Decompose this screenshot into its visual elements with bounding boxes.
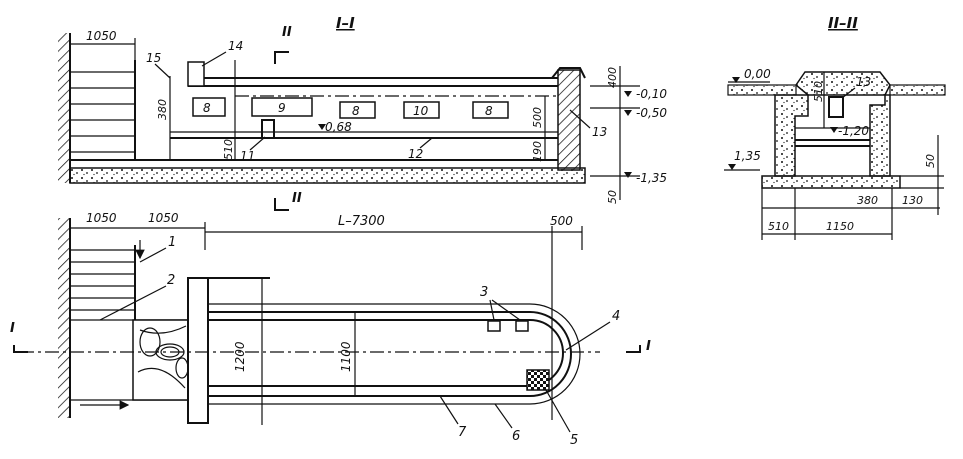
dim-1150: 1150: [826, 220, 854, 233]
callout-3: 3: [480, 285, 488, 300]
callout-8b: 8: [352, 104, 360, 118]
marker-II-bottom: II: [292, 191, 302, 206]
fitting-3b: [515, 320, 529, 332]
callout-8c: 8: [485, 104, 493, 118]
plan-stair: [70, 245, 136, 320]
ground-left: [727, 84, 797, 96]
dim-130-cross: 130: [902, 194, 923, 207]
title-I-I: I–I: [336, 14, 355, 32]
end-wall-hatch: [557, 69, 581, 171]
level-135: -1,35: [636, 171, 667, 185]
plan-wall-hatch: [58, 218, 70, 418]
callout-15: 15: [146, 51, 161, 65]
marker-I-right: I: [646, 339, 651, 354]
pit-base: [761, 175, 901, 189]
wood-block: [132, 319, 189, 401]
dim-510-vertical: 510: [812, 81, 825, 102]
opening-9: [251, 97, 313, 117]
dim-1050-plan-b: 1050: [148, 211, 179, 225]
marker-II-top: II: [282, 25, 292, 40]
dim-1050-plan-a: 1050: [86, 211, 117, 225]
callout-8a: 8: [203, 101, 211, 115]
opening-8b: [339, 101, 376, 119]
opening-10: [403, 101, 440, 119]
callout-9: 9: [278, 101, 286, 115]
dim-1200: 1200: [233, 341, 247, 372]
callout-6: 6: [512, 429, 520, 444]
dim-1100: 1100: [339, 341, 353, 372]
dim-510-section: 510: [222, 139, 235, 160]
callout-13-cross: 13: [856, 75, 871, 89]
dim-380-section: 380: [156, 99, 169, 120]
callout-1: 1: [168, 235, 176, 250]
callout-7: 7: [458, 425, 467, 440]
dim-500-section: 500: [531, 107, 544, 128]
callout-13: 13: [592, 125, 607, 139]
pit-cap: [794, 71, 891, 96]
opening-8a: [192, 97, 226, 117]
dim-50-cross: 50: [924, 154, 937, 168]
callout-5: 5: [570, 433, 578, 448]
wall-hatch: [58, 33, 70, 183]
callout-12: 12: [408, 147, 423, 161]
pit-left-wall: [774, 94, 809, 177]
pit-right-wall: [869, 94, 891, 177]
dim-500-plan: 500: [550, 214, 573, 228]
dim-400-section: 400: [606, 67, 619, 88]
level-000: 0,00: [744, 67, 771, 81]
window-13: [828, 96, 844, 118]
plan-view: 1200 1100 1050 1050 L–7300 500 1 2 3 4 5…: [10, 211, 651, 448]
dim-510-horizontal: 510: [768, 220, 789, 233]
fitting-3a: [487, 320, 501, 332]
opening-8c: [472, 101, 509, 119]
floor-slab: [69, 167, 586, 184]
title-II-II: II–II: [828, 14, 858, 32]
dim-50-section: 50: [606, 190, 619, 204]
post: [187, 61, 205, 87]
marker-I-left: I: [10, 321, 15, 336]
grate-block: [526, 369, 550, 391]
callout-11: 11: [240, 149, 255, 163]
dim-1050-section: 1050: [86, 29, 117, 43]
callout-4: 4: [612, 309, 620, 324]
callout-2: 2: [167, 273, 175, 288]
level-050: -0,50: [636, 106, 667, 120]
callout-10: 10: [413, 104, 429, 118]
level-120: -1,20: [838, 124, 869, 138]
ground-right: [889, 84, 946, 96]
stair-steps: [70, 60, 136, 160]
dim-190-section: 190: [531, 141, 544, 162]
level-010: -0,10: [636, 87, 667, 101]
section-view: 8 9 8 10 8 1050 380 510 15 14 0,68 11 12…: [58, 14, 667, 211]
cross-section-view: II–II 0,00 510 13 -1,20 1,35 50 380 130: [724, 14, 946, 240]
level-135-cross: 1,35: [734, 149, 761, 163]
callout-14: 14: [228, 39, 243, 53]
dim-L-7300: L–7300: [338, 214, 385, 229]
dim-380-cross: 380: [857, 194, 878, 207]
level-068: 0,68: [325, 120, 352, 134]
